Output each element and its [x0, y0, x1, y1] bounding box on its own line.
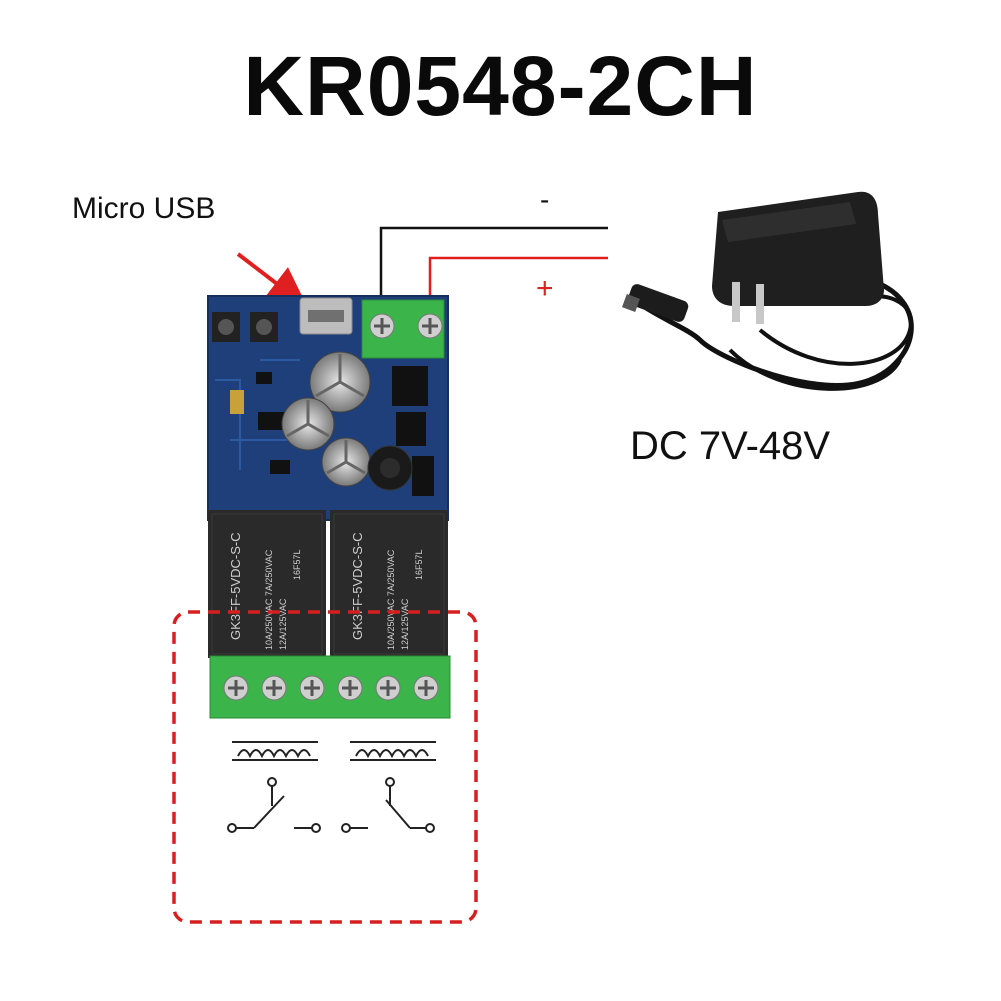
- usb-pointer-arrow: [236, 252, 308, 308]
- push-button-1-icon: [212, 312, 240, 342]
- relay-2-model: GK3FF-5VDC-S-C: [350, 532, 365, 640]
- output-terminal-screw-icon: [413, 675, 439, 701]
- power-adapter-icon: [622, 191, 914, 391]
- inductor-icon: [367, 445, 413, 491]
- output-terminal-screw-icon: [261, 675, 287, 701]
- output-terminal-screw-icon: [299, 675, 325, 701]
- relay-2: GK3FF-5VDC-S-C 10A/250VAC 7A/250VAC 12A/…: [330, 510, 448, 658]
- capacitor-1-icon: [309, 351, 371, 413]
- pcb-board: [207, 295, 449, 521]
- output-terminal-screw-icon: [223, 675, 249, 701]
- relay-2-switch-symbol: [341, 777, 435, 833]
- output-terminal-screw-icon: [375, 675, 401, 701]
- output-terminal-block: [209, 655, 451, 719]
- micro-usb-port-icon: [299, 297, 353, 335]
- relay-2-rating2: 12A/125VAC: [400, 598, 410, 650]
- relay-1: GK3FF-5VDC-S-C 10A/250VAC 7A/250VAC 12A/…: [208, 510, 326, 658]
- relay-1-switch-symbol: [227, 777, 321, 833]
- output-terminal-screw-icon: [337, 675, 363, 701]
- negative-terminal-label: -: [540, 184, 550, 215]
- relay-2-coil-symbol: [350, 741, 436, 761]
- relay-1-model: GK3FF-5VDC-S-C: [228, 532, 243, 640]
- relay-1-rating2: 12A/125VAC: [278, 598, 288, 650]
- capacitor-2-icon: [281, 397, 335, 451]
- dc-voltage-label: DC 7V-48V: [630, 424, 831, 468]
- push-button-2-icon: [250, 312, 278, 342]
- relay-1-coil-symbol: [232, 741, 318, 761]
- capacitor-3-icon: [321, 437, 371, 487]
- relay-1-code: 16F57L: [292, 549, 302, 580]
- positive-terminal-label: +: [536, 272, 554, 305]
- power-terminal-block: [361, 299, 445, 359]
- positive-wire: [428, 256, 608, 326]
- relay-2-rating: 10A/250VAC 7A/250VAC: [386, 549, 396, 650]
- page-title: KR0548-2CH: [243, 39, 758, 133]
- negative-wire: [379, 226, 608, 326]
- micro-usb-label: Micro USB: [72, 192, 216, 225]
- relay-1-rating: 10A/250VAC 7A/250VAC: [264, 549, 274, 650]
- relay-2-code: 16F57L: [414, 549, 424, 580]
